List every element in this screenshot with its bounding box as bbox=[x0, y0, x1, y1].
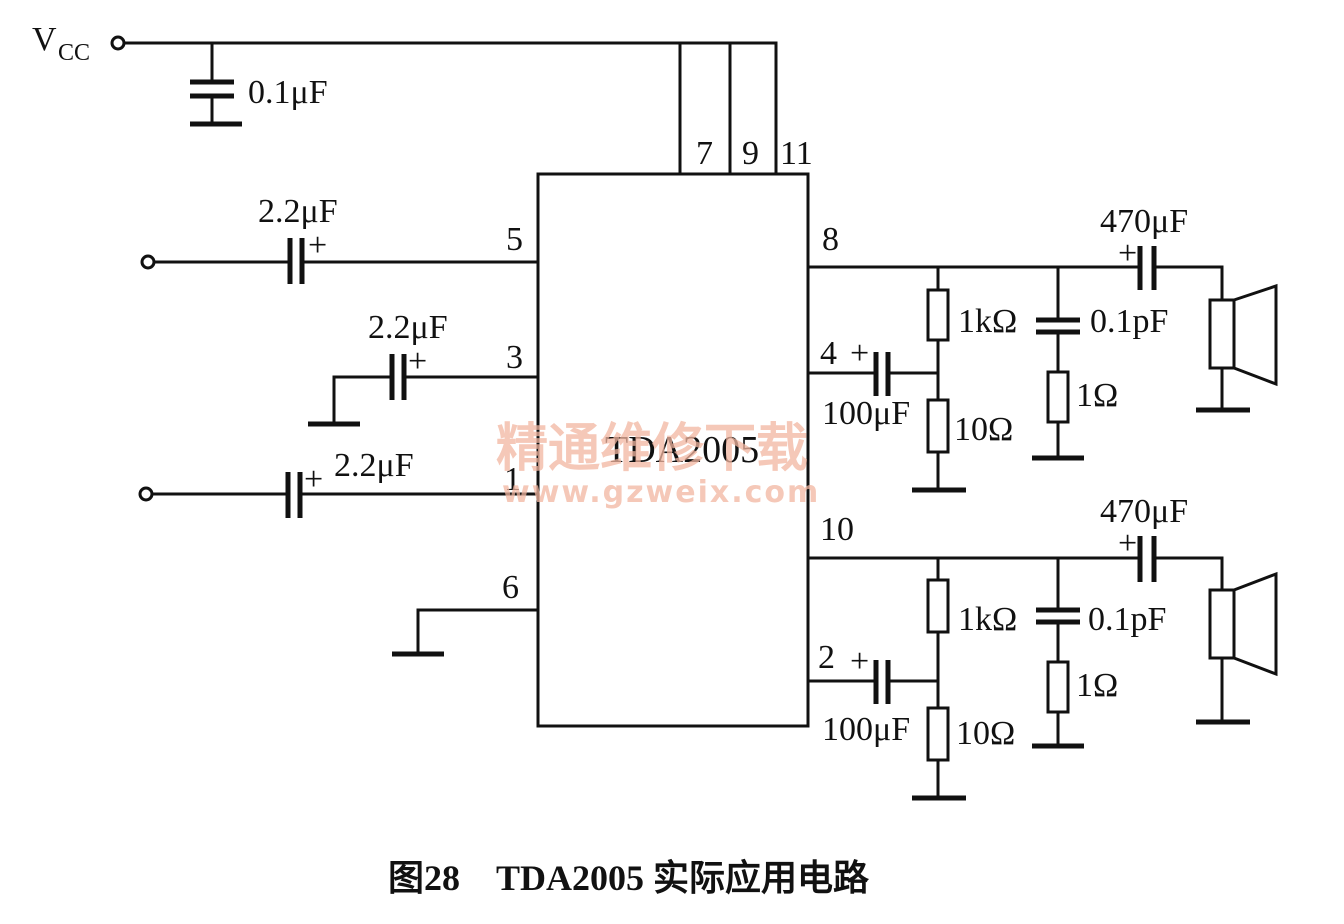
r-10-top-label: 10Ω bbox=[954, 411, 1013, 448]
c-out-top-label: 470μF bbox=[1100, 203, 1188, 240]
c-fb-top-plus: + bbox=[850, 335, 869, 372]
pin-4-label: 4 bbox=[820, 335, 837, 372]
c-zob-bottom-label: 0.1pF bbox=[1088, 601, 1166, 638]
r-zob-top-label: 1Ω bbox=[1076, 377, 1118, 414]
pin-7-label: 7 bbox=[696, 135, 713, 172]
pin-8-label: 8 bbox=[822, 221, 839, 258]
c-in3-label: 2.2μF bbox=[368, 309, 448, 346]
pin-3-label: 3 bbox=[506, 339, 523, 376]
pin-5-label: 5 bbox=[506, 221, 523, 258]
speaker-top-cone bbox=[1232, 283, 1278, 387]
chip-name: TDA2005 bbox=[605, 429, 759, 471]
pin-6-label: 6 bbox=[502, 569, 519, 606]
speaker-top-icon bbox=[1208, 298, 1236, 370]
c-in5-plus: + bbox=[308, 227, 327, 264]
c-fb-bottom-plus: + bbox=[850, 643, 869, 680]
speaker-bottom-icon bbox=[1208, 588, 1236, 660]
c-out-top-plus: + bbox=[1118, 235, 1137, 272]
watermark-url: www.gzweix.com bbox=[502, 475, 820, 510]
vcc-terminal bbox=[110, 35, 126, 51]
c-out-bottom-label: 470μF bbox=[1100, 493, 1188, 530]
pin-6-ground bbox=[392, 608, 540, 657]
pin-2-label: 2 bbox=[818, 639, 835, 676]
output-channel-bottom bbox=[806, 536, 1278, 801]
pin-9-label: 9 bbox=[742, 135, 759, 172]
c-in1-plus: + bbox=[304, 461, 323, 498]
c-out-bottom-plus: + bbox=[1118, 525, 1137, 562]
input-pin-5-circuit bbox=[140, 238, 540, 284]
vcc-subscript: CC bbox=[58, 40, 90, 66]
c-in1-label: 2.2μF bbox=[334, 447, 414, 484]
speaker-bottom-cone bbox=[1232, 571, 1278, 677]
vcc-rail bbox=[110, 35, 778, 176]
pin-10-label: 10 bbox=[820, 511, 854, 548]
c-zob-top-label: 0.1pF bbox=[1090, 303, 1168, 340]
tda2005-chip bbox=[536, 172, 810, 728]
vcc-label: V bbox=[32, 21, 57, 58]
r-zob-bottom-label: 1Ω bbox=[1076, 667, 1118, 704]
r-1k-top-label: 1kΩ bbox=[958, 303, 1017, 340]
c-fb-bottom-label: 100μF bbox=[822, 711, 910, 748]
pin-1-label: 1 bbox=[504, 461, 521, 498]
input-pin-1-circuit bbox=[138, 472, 540, 518]
r-1k-bottom-label: 1kΩ bbox=[958, 601, 1017, 638]
vcc-cap-label: 0.1μF bbox=[248, 74, 328, 111]
c-fb-top-label: 100μF bbox=[822, 395, 910, 432]
c-in5-label: 2.2μF bbox=[258, 193, 338, 230]
input-pin-3-circuit bbox=[308, 354, 540, 427]
c-in3-plus: + bbox=[408, 343, 427, 380]
pin-11-label: 11 bbox=[780, 135, 813, 172]
figure-caption: 图28 TDA2005 实际应用电路 bbox=[388, 858, 870, 898]
watermark-title: 精通维修下载 bbox=[496, 419, 808, 479]
output-channel-top bbox=[806, 246, 1278, 493]
r-10-bottom-label: 10Ω bbox=[956, 715, 1015, 752]
